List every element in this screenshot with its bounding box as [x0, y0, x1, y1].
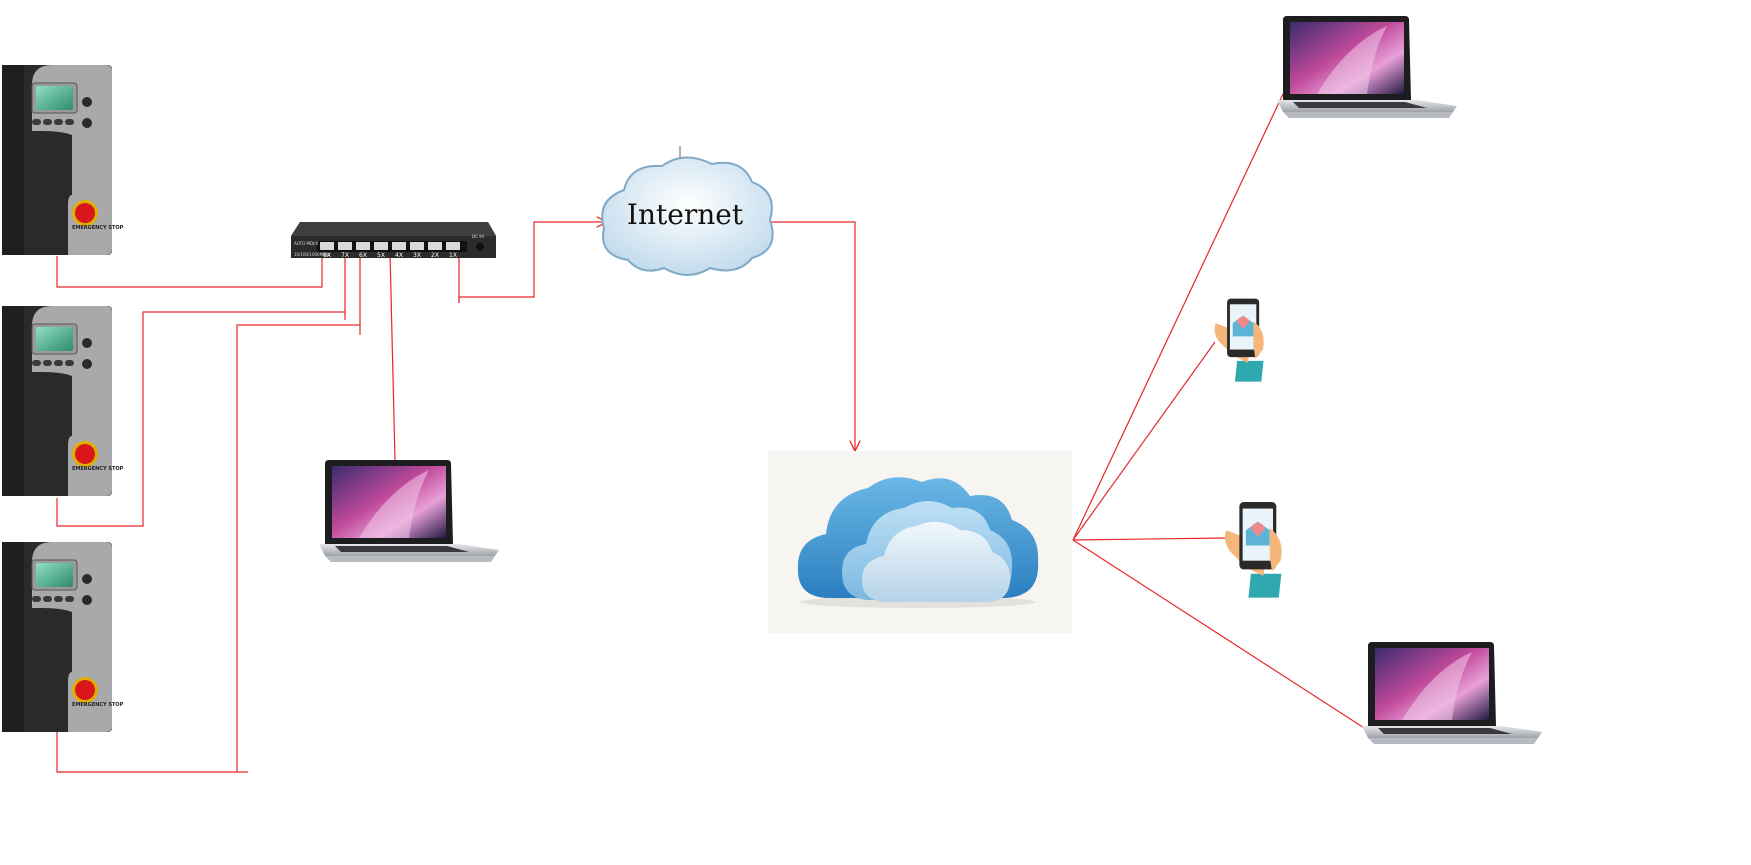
controller-device-3: EMERGENCY STOP: [2, 542, 124, 732]
port-label: 1X: [449, 252, 457, 259]
cloud-server: [768, 451, 1072, 633]
link-controller-3-switch: [56, 252, 361, 773]
internet-label: Internet: [627, 198, 744, 231]
link-controller-2-switch: [56, 252, 346, 527]
switch-port-labels: 8X 7X 6X 5X 4X 3X 2X 1X: [323, 252, 457, 259]
switch-speed-label: 10/100/1000Mbps: [294, 252, 330, 257]
estop-label: EMERGENCY STOP: [72, 225, 124, 231]
port-label: 8X: [323, 252, 331, 259]
link-switch-laptop: [389, 251, 396, 461]
connection-lines: [56, 93, 1373, 773]
link-cloud-laptop-bottom: [1072, 539, 1373, 734]
switch-ports: [320, 242, 460, 250]
port-label: 6X: [359, 252, 367, 259]
remote-laptop-bottom: [1362, 642, 1542, 744]
estop-label: EMERGENCY STOP: [72, 702, 124, 708]
remote-laptop-top: [1277, 16, 1457, 118]
phone-in-hand-2: [1224, 502, 1282, 598]
local-laptop: [319, 460, 499, 562]
link-controller-1-switch: [56, 252, 323, 288]
controller-device-2: EMERGENCY STOP: [2, 306, 124, 496]
switch-power-label: DC 9V: [472, 234, 485, 239]
port-label: 5X: [377, 252, 385, 259]
estop-label: EMERGENCY STOP: [72, 466, 124, 472]
network-switch: AUTO MDI/X 10/100/1000Mbps DC 9V 8X 7X 6…: [291, 222, 496, 259]
phone-in-hand-1: [1214, 298, 1264, 382]
link-cloud-phone-2: [1072, 537, 1226, 541]
link-internet-cloud: [770, 221, 855, 450]
controller-device-1: EMERGENCY STOP: [2, 65, 124, 255]
link-cloud-laptop-top: [1072, 93, 1284, 541]
port-label: 2X: [431, 252, 439, 259]
internet-cloud: Internet: [601, 146, 774, 276]
port-label: 7X: [341, 252, 349, 259]
power-jack: [476, 243, 484, 251]
switch-mode-label: AUTO MDI/X: [294, 241, 319, 246]
port-label: 3X: [413, 252, 421, 259]
link-cloud-phone-1: [1072, 341, 1216, 541]
port-label: 4X: [395, 252, 403, 259]
